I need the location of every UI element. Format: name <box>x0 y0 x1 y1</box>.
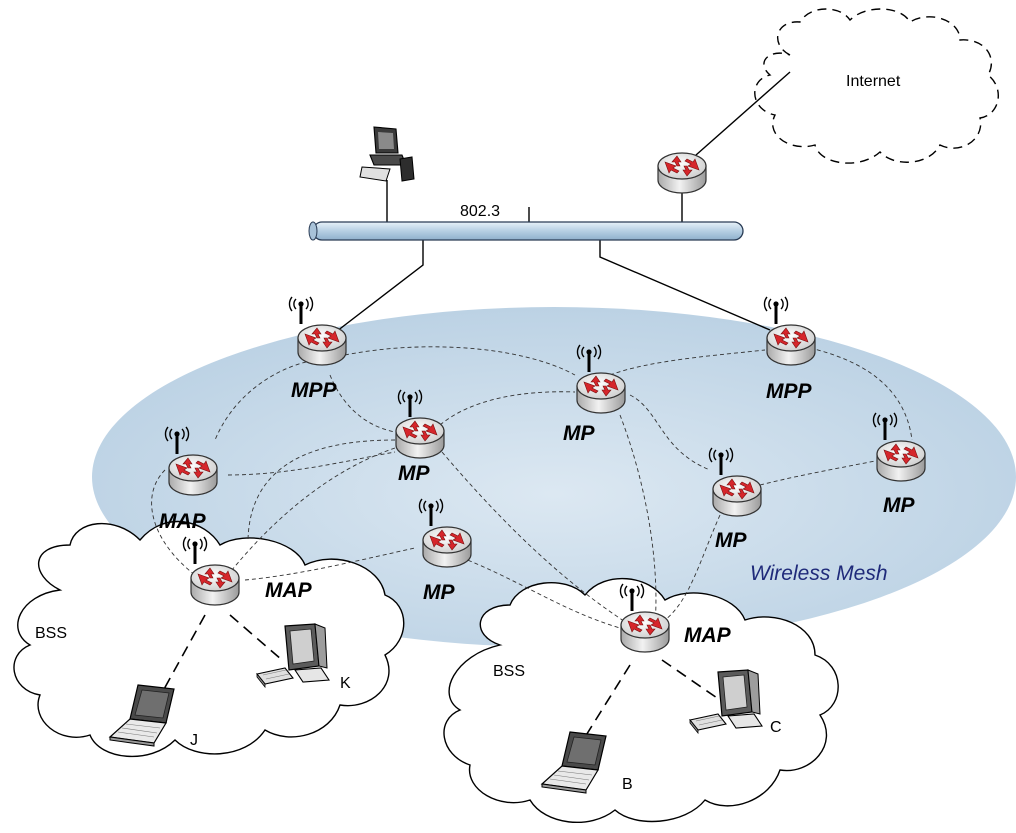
router-icon <box>297 324 347 366</box>
router-icon <box>395 417 445 459</box>
bss-cloud-right <box>443 577 839 823</box>
map-left-label: MAP <box>159 510 207 533</box>
mp-center-label: MP <box>398 462 430 485</box>
internet-link <box>695 71 791 156</box>
antenna-icon <box>287 295 315 326</box>
map-bss-left-label: MAP <box>265 579 313 602</box>
link-b <box>579 664 631 746</box>
router-icon <box>712 475 762 517</box>
mesh-links <box>151 346 913 629</box>
mp-top-label: MP <box>563 422 595 445</box>
internet-cloud <box>754 8 999 164</box>
router-icon <box>766 324 816 366</box>
router-icon <box>168 454 218 496</box>
map-bss-right-label: MAP <box>684 624 732 647</box>
antenna-icon <box>762 295 790 326</box>
client-j-label: J <box>190 732 198 749</box>
link-j <box>157 614 206 701</box>
bss-cloud-left <box>13 520 405 758</box>
bus-label: 802.3 <box>460 203 500 220</box>
mp-right-label: MP <box>715 529 747 552</box>
wireless-mesh-label: Wireless Mesh <box>750 562 888 585</box>
gateway-router-icon <box>657 152 707 194</box>
mp-far-right-label: MP <box>883 494 915 517</box>
router-icon <box>876 440 926 482</box>
link-k <box>229 614 283 661</box>
client-c-label: C <box>770 719 782 736</box>
client-k-label: K <box>340 675 351 692</box>
mpp-left-label: MPP <box>291 379 338 402</box>
internet-label: Internet <box>846 73 901 90</box>
mpp-right-node <box>762 295 816 366</box>
router-icon <box>576 372 626 414</box>
bss-left-label: BSS <box>35 625 67 642</box>
mp-lower-label: MP <box>423 581 455 604</box>
bus-to-mpp-left <box>327 240 424 339</box>
mpp-right-label: MPP <box>766 380 813 403</box>
workstation-icon <box>359 126 415 182</box>
router-icon <box>190 564 240 606</box>
mpp-left-node <box>287 295 347 366</box>
client-b-label: B <box>622 776 633 793</box>
link-c <box>661 659 721 701</box>
router-icon <box>620 611 670 653</box>
bus-to-mpp-right <box>599 240 771 331</box>
ethernet-bus <box>308 221 744 241</box>
router-icon <box>422 526 472 568</box>
bss-right-label: BSS <box>493 663 525 680</box>
